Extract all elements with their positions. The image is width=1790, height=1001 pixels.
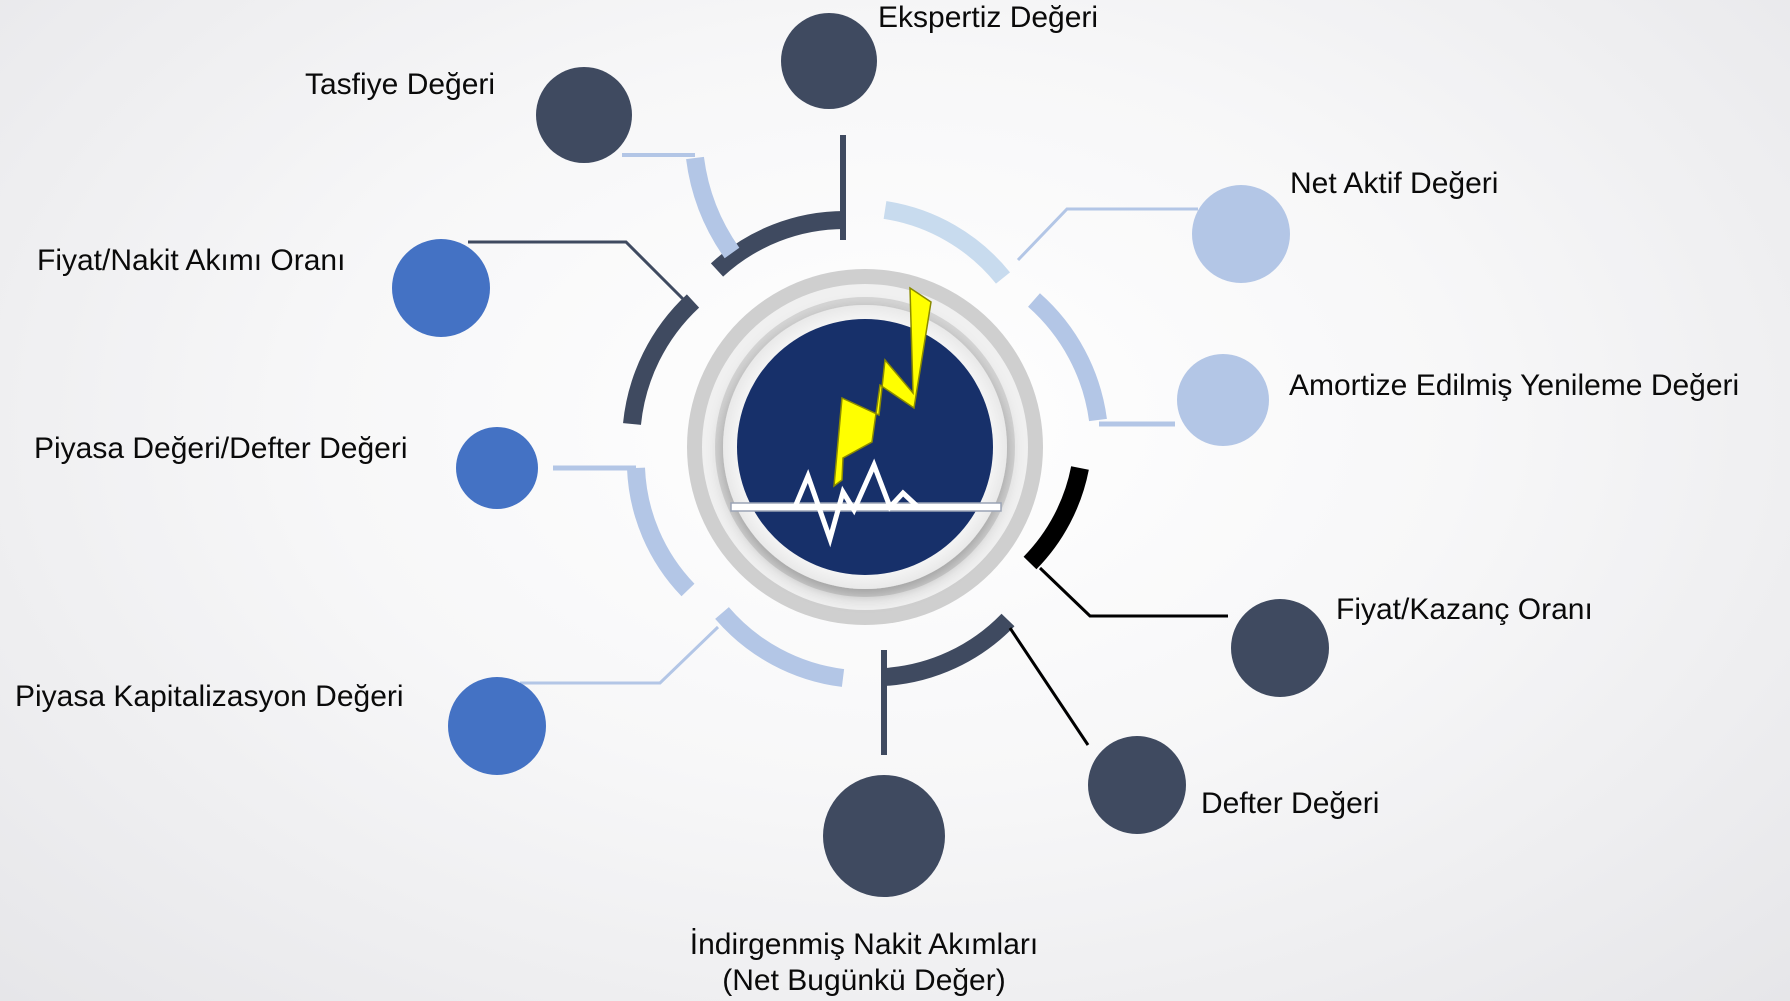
segment-tasfiye bbox=[686, 156, 740, 259]
label-net-aktif: Net Aktif Değeri bbox=[1290, 167, 1499, 200]
label-indirgenmis-line2: (Net Bugünkü Değer) bbox=[722, 964, 1006, 997]
segment-fiyat-kazanc bbox=[1023, 466, 1089, 570]
node-amortize bbox=[1177, 354, 1269, 446]
connector-defter bbox=[1008, 627, 1090, 746]
label-piyasa-kapitalizasyon: Piyasa Kapitalizasyon Değeri bbox=[15, 680, 404, 713]
hub-disc bbox=[737, 319, 993, 575]
connector-net-aktif bbox=[1016, 207, 1198, 262]
connector-piyasa-kapitalizasyon bbox=[520, 625, 720, 685]
node-ekspertiz bbox=[781, 13, 877, 109]
node-tasfiye bbox=[536, 67, 632, 163]
connectors bbox=[468, 135, 1228, 755]
connector-fiyat-kazanc bbox=[1038, 566, 1228, 618]
node-indirgenmis bbox=[823, 775, 945, 897]
label-tasfiye: Tasfiye Değeri bbox=[305, 68, 496, 101]
node-fiyat-nakit bbox=[392, 239, 490, 337]
node-circles bbox=[392, 13, 1329, 897]
node-defter bbox=[1088, 736, 1186, 834]
label-fiyat-nakit: Fiyat/Nakit Akımı Oranı bbox=[37, 244, 346, 277]
segment-amortize bbox=[1027, 293, 1107, 422]
label-fiyat-kazanc: Fiyat/Kazanç Oranı bbox=[1336, 593, 1593, 626]
pulse-baseline bbox=[730, 502, 1002, 512]
center-hub bbox=[687, 269, 1043, 625]
ring-segments bbox=[623, 156, 1107, 687]
segment-ekspertiz bbox=[710, 210, 846, 277]
label-amortize: Amortize Edilmiş Yenileme Değeri bbox=[1289, 369, 1740, 402]
label-indirgenmis-line1: İndirgenmiş Nakit Akımları bbox=[689, 928, 1039, 961]
connector-fiyat-nakit bbox=[468, 240, 686, 302]
label-ekspertiz: Ekspertiz Değeri bbox=[878, 1, 1099, 34]
label-piyasa-defter: Piyasa Değeri/Defter Değeri bbox=[34, 432, 408, 465]
segment-fiyat-nakit bbox=[623, 294, 700, 425]
segment-net-aktif bbox=[883, 201, 1011, 284]
node-piyasa-defter bbox=[456, 427, 538, 509]
heartbeat-icon bbox=[792, 458, 920, 548]
label-defter: Defter Değeri bbox=[1201, 787, 1380, 820]
label-indirgenmis: İndirgenmiş Nakit Akımları (Net Bugünkü … bbox=[664, 927, 1064, 999]
segment-piyasa-defter bbox=[627, 467, 695, 597]
node-net-aktif bbox=[1192, 185, 1290, 283]
node-fiyat-kazanc bbox=[1231, 599, 1329, 697]
lightning-bolt-icon bbox=[833, 286, 932, 488]
node-piyasa-kapitalizasyon bbox=[448, 677, 546, 775]
segment-defter bbox=[884, 613, 1015, 686]
segment-piyasa-kapitalizasyon bbox=[715, 607, 845, 687]
